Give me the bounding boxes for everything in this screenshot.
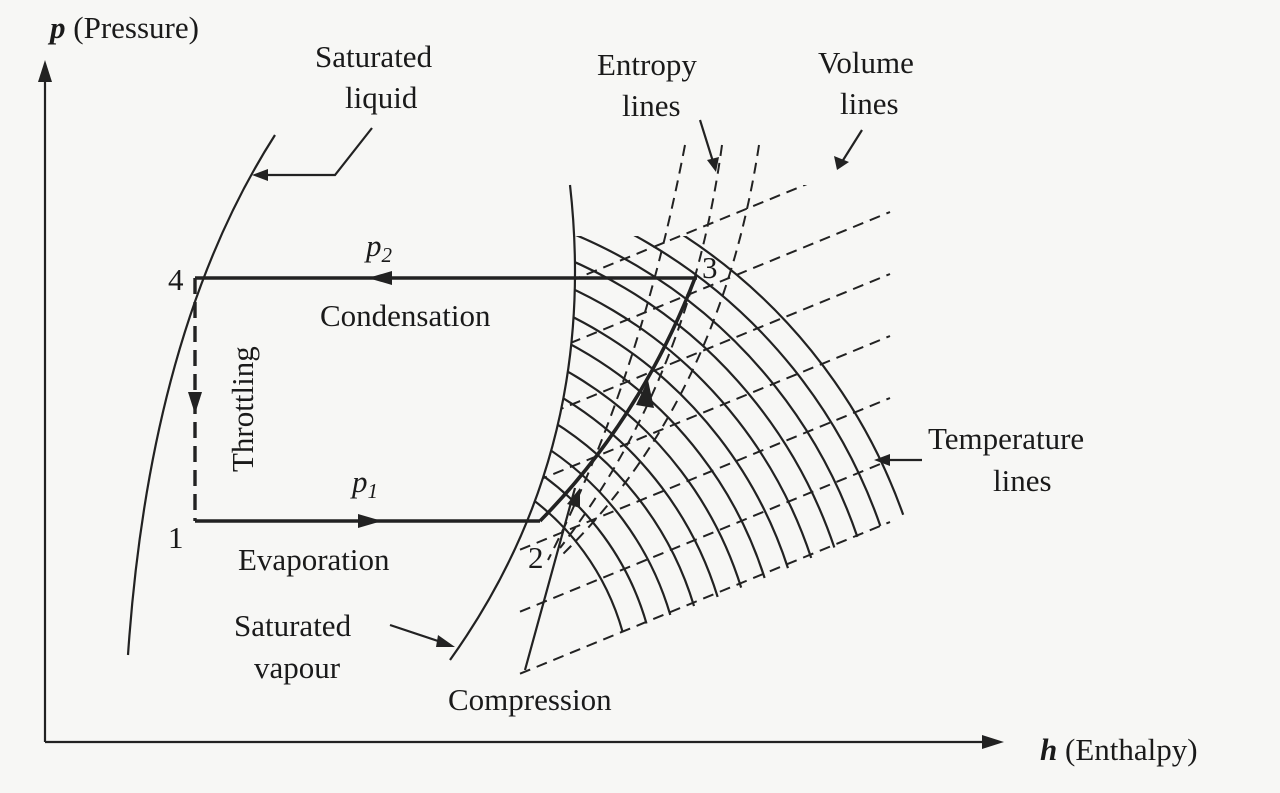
volume-line — [519, 211, 891, 365]
volume-lines — [519, 185, 891, 675]
label-throttling: Throttling — [225, 346, 260, 472]
right-arrow-icon — [358, 514, 382, 528]
left-arrow-icon — [368, 271, 392, 285]
temperature-line — [450, 320, 743, 588]
label-volume-lines: Volume — [818, 45, 914, 80]
volume-line — [519, 273, 891, 427]
label-p2: p2 — [364, 228, 393, 267]
label-saturated-liquid: liquid — [345, 80, 418, 115]
volume-line — [519, 185, 891, 303]
entropy-line — [561, 144, 760, 556]
label-saturated-vapour: Saturated — [234, 608, 352, 643]
label-entropy-lines: Entropy — [597, 47, 697, 82]
saturated-vapour-curve — [449, 184, 577, 661]
point-4-label: 4 — [168, 262, 184, 297]
label-compression: Compression — [448, 682, 612, 717]
volume-line — [519, 521, 891, 675]
label-temperature-lines: Temperature — [928, 421, 1084, 456]
label-volume-lines: lines — [840, 86, 899, 121]
point-2-label: 2 — [528, 540, 544, 575]
label-condensation: Condensation — [320, 298, 491, 333]
y-axis-label: p (Pressure) — [47, 10, 199, 45]
volume-line — [519, 335, 891, 489]
label-entropy-lines: lines — [622, 88, 681, 123]
saturated-liquid-curve — [126, 134, 276, 656]
point-3-label: 3 — [702, 250, 718, 285]
up-arrow-icon — [636, 380, 654, 408]
label-evaporation: Evaporation — [238, 542, 390, 577]
temperature-line — [450, 236, 859, 538]
y-axis — [38, 60, 52, 742]
point-1-label: 1 — [168, 520, 184, 555]
label-saturated-vapour: vapour — [254, 650, 341, 685]
temperature-line — [450, 236, 882, 527]
volume-line — [519, 397, 891, 551]
label-saturated-liquid: Saturated — [315, 39, 433, 74]
temperature-line — [450, 236, 905, 516]
temperature-line — [450, 345, 719, 598]
down-arrow-icon — [188, 392, 202, 414]
x-axis-label: h (Enthalpy) — [1040, 732, 1198, 767]
temperature-line — [450, 270, 790, 569]
entropy-lines — [547, 144, 760, 561]
leader-lines — [252, 119, 922, 671]
temperature-line — [450, 244, 813, 559]
label-temperature-lines: lines — [993, 463, 1052, 498]
compression-curve — [538, 277, 697, 523]
entropy-line — [547, 144, 686, 561]
temperature-line — [450, 236, 836, 548]
x-axis — [45, 735, 1004, 749]
temperature-line — [450, 295, 766, 579]
x-axis-arrow-icon — [982, 735, 1004, 749]
volume-line — [519, 459, 891, 613]
y-axis-arrow-icon — [38, 60, 52, 82]
label-p1: p1 — [350, 464, 378, 503]
entropy-line — [559, 144, 723, 549]
